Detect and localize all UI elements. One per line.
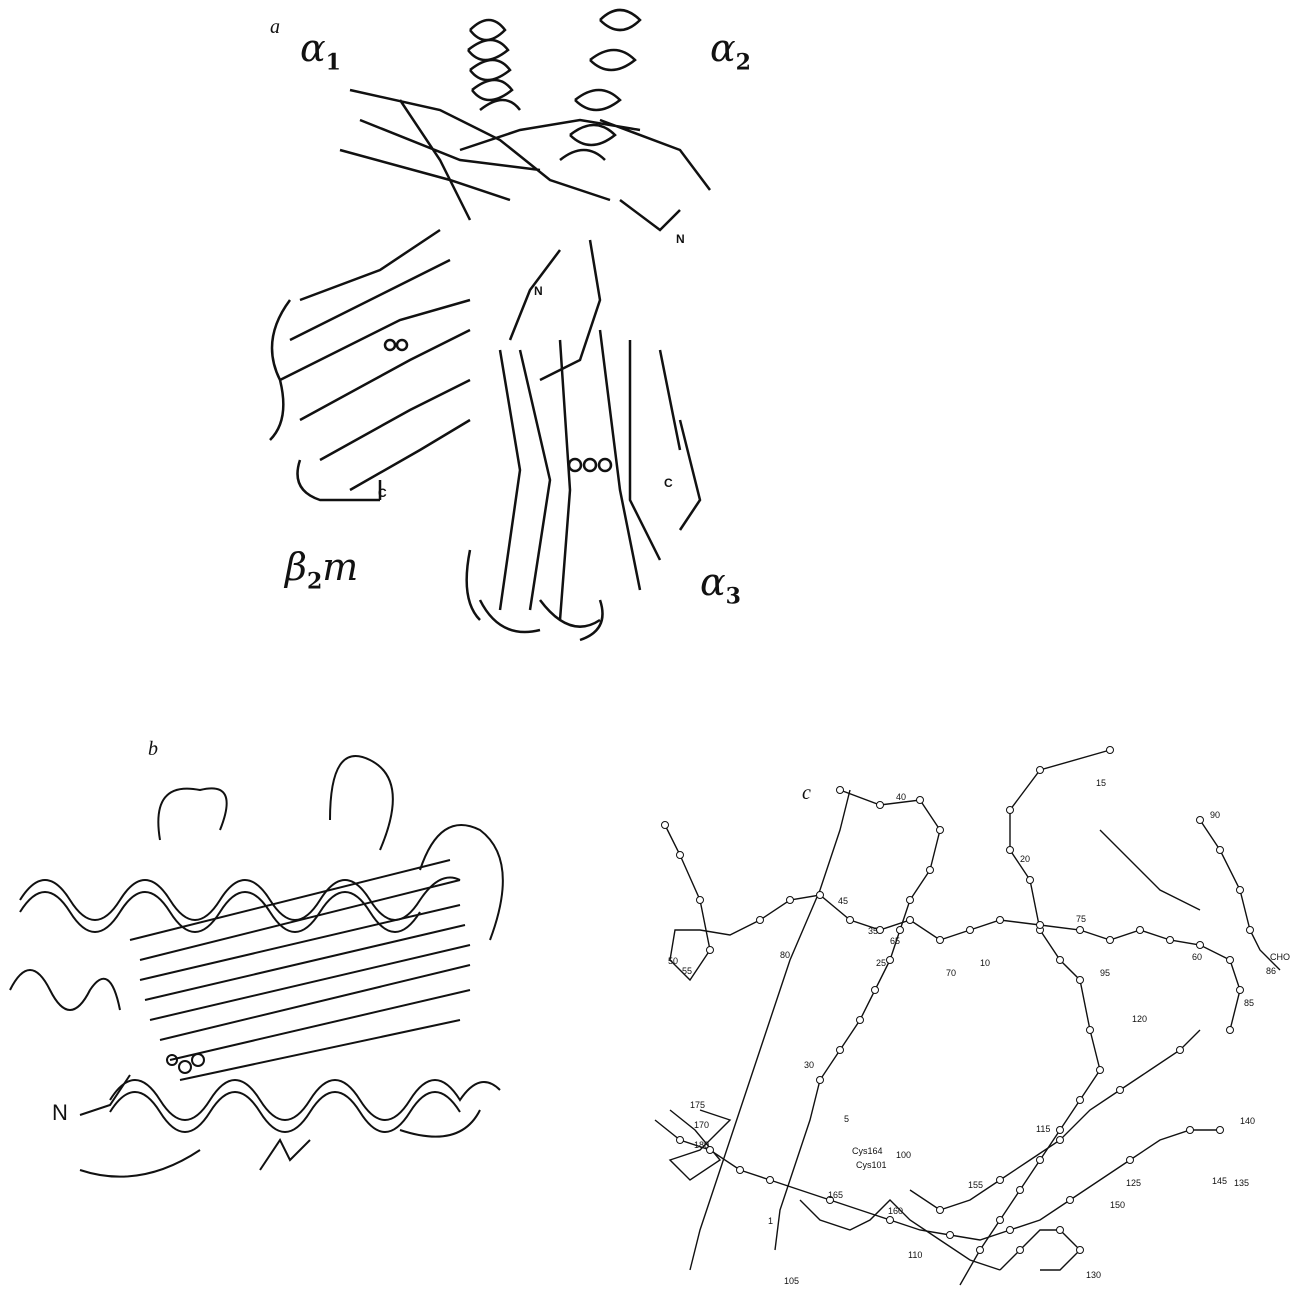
residue-label: 70 <box>946 968 956 978</box>
residue-label: 10 <box>980 958 990 968</box>
residue-label: 75 <box>1076 914 1086 924</box>
residue-label: 180 <box>694 1140 709 1150</box>
panel-c-carbon-trace: c 15 40 90 20 45 35 65 75 10 25 70 95 80… <box>640 730 1296 1306</box>
residue-label: 170 <box>694 1120 709 1130</box>
beta2m-label: β2m <box>285 545 358 595</box>
residue-label: 5 <box>844 1114 849 1124</box>
panel-b-letter: b <box>148 738 158 761</box>
c-terminus-label-2: C <box>664 476 673 490</box>
residue-label: 140 <box>1240 1116 1255 1126</box>
residue-label: 135 <box>1234 1178 1249 1188</box>
residue-label: 150 <box>1110 1200 1125 1210</box>
residue-label: 105 <box>784 1276 799 1286</box>
c-terminus-label-1: C <box>378 486 387 500</box>
residue-label: 155 <box>968 1180 983 1190</box>
residue-label: 60 <box>1192 952 1202 962</box>
residue-label: 95 <box>1100 968 1110 978</box>
n-terminus-label-1: N <box>676 232 685 246</box>
residue-label: 80 <box>780 950 790 960</box>
residue-label: 175 <box>690 1100 705 1110</box>
alpha3-label: α3 <box>700 560 741 610</box>
residue-label: 40 <box>896 792 906 802</box>
residue-label: 115 <box>1036 1124 1050 1134</box>
panel-c-letter: c <box>802 782 811 805</box>
residue-label: 145 <box>1212 1176 1227 1186</box>
panel-a-mhc-structure: a α1 α2 α3 β2m N N C C <box>0 0 1296 660</box>
alpha2-label: α2 <box>710 26 751 76</box>
residue-label: CHO <box>1270 952 1290 962</box>
residue-label: 90 <box>1210 810 1220 820</box>
residue-label: 100 <box>896 1150 911 1160</box>
residue-label: 85 <box>1244 998 1254 1008</box>
residue-label: 125 <box>1126 1178 1141 1188</box>
residue-label: 25 <box>876 958 886 968</box>
residue-label: 20 <box>1020 854 1030 864</box>
n-terminus-label: N <box>52 1100 68 1126</box>
residue-label: 120 <box>1132 1014 1147 1024</box>
residue-label: 35 <box>868 926 878 936</box>
alpha1-label: α1 <box>300 26 341 76</box>
mhc-ribbon-drawing <box>0 0 1296 660</box>
alpha-carbon-trace <box>640 730 1296 1306</box>
panel-b-peptide-groove: b N <box>0 730 560 1290</box>
groove-ribbon-drawing <box>0 730 560 1290</box>
residue-label: 160 <box>888 1206 903 1216</box>
residue-label: 165 <box>828 1190 843 1200</box>
residue-label: 86 <box>1266 966 1276 976</box>
residue-label: 50 <box>668 956 678 966</box>
residue-label: 65 <box>890 936 900 946</box>
residue-label: 130 <box>1086 1270 1101 1280</box>
panel-a-letter: a <box>270 16 280 39</box>
residue-label: Cys101 <box>856 1160 887 1170</box>
residue-label: 1 <box>768 1216 773 1226</box>
residue-label: 55 <box>682 966 692 976</box>
n-terminus-label-2: N <box>534 284 543 298</box>
residue-label: 45 <box>838 896 848 906</box>
residue-label: 30 <box>804 1060 814 1070</box>
residue-label: 15 <box>1096 778 1106 788</box>
residue-label: Cys164 <box>852 1146 883 1156</box>
residue-label: 110 <box>908 1250 922 1260</box>
